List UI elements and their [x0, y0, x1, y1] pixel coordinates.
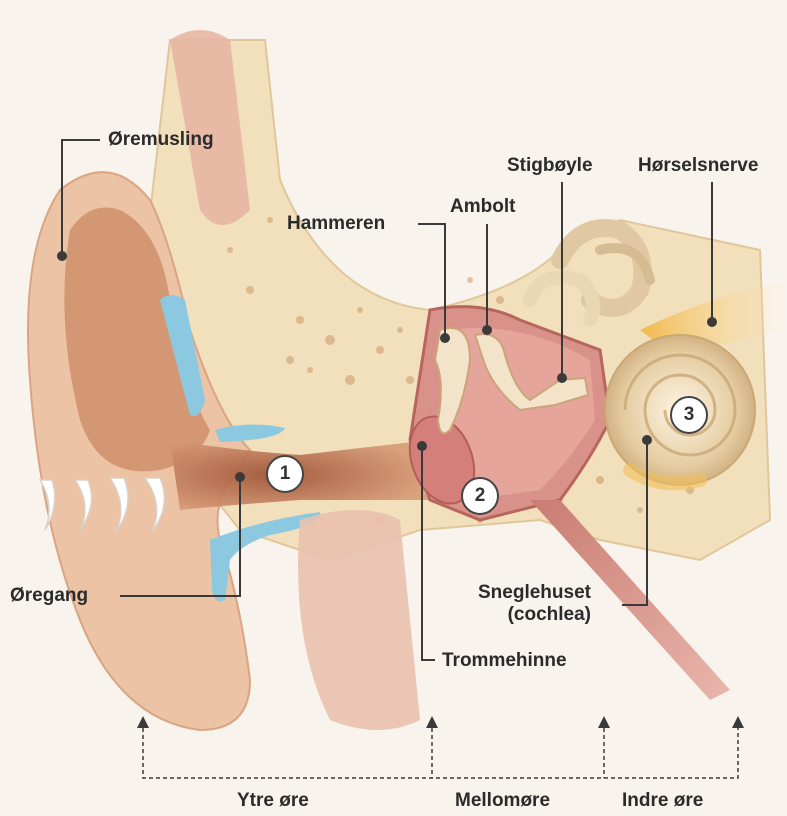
- label-sneglehuset: Sneglehuset (cochlea): [478, 582, 591, 626]
- label-sneglehuset-line2: (cochlea): [478, 604, 591, 626]
- label-sneglehuset-line1: Sneglehuset: [478, 582, 591, 604]
- marker-3: 3: [670, 396, 708, 434]
- label-hammeren: Hammeren: [287, 213, 385, 235]
- label-stigboyle: Stigbøyle: [507, 155, 593, 177]
- label-oremusling: Øremusling: [108, 129, 214, 151]
- section-mellomore: Mellomøre: [455, 790, 550, 812]
- section-indre-ore: Indre øre: [622, 790, 703, 812]
- section-ytre-ore: Ytre øre: [237, 790, 309, 812]
- label-ambolt: Ambolt: [450, 196, 515, 218]
- marker-2: 2: [461, 477, 499, 515]
- label-oregang: Øregang: [10, 585, 88, 607]
- marker-1: 1: [266, 455, 304, 493]
- label-trommehinne: Trommehinne: [442, 650, 567, 672]
- label-horselsnerve: Hørselsnerve: [638, 155, 758, 177]
